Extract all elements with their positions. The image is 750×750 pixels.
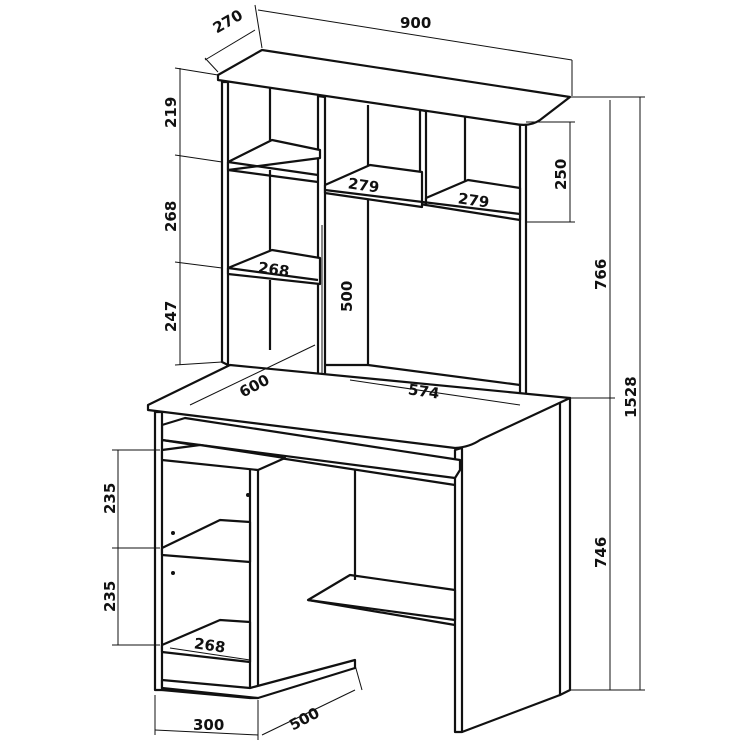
- dim-shelf-left-3: 247: [162, 301, 180, 332]
- pedestal-side: [248, 460, 260, 700]
- hutch-shelf-1: [226, 138, 322, 172]
- desk: [146, 363, 572, 734]
- hutch: [216, 48, 572, 414]
- desk-back-leg: [558, 396, 572, 697]
- pedestal-base: [160, 658, 357, 700]
- dim-desk-height: 746: [592, 537, 610, 568]
- dim-niche-width-2: 279: [457, 189, 491, 211]
- hutch-shelf-2: [226, 248, 322, 286]
- hutch-top: [216, 48, 572, 126]
- dimensions: [112, 4, 645, 740]
- pedestal-shelf-2: [160, 618, 252, 664]
- dim-total-height: 1528: [622, 376, 640, 418]
- pedestal-shelf-1: [160, 518, 252, 564]
- dim-shelf-right-height: 250: [552, 159, 570, 190]
- dim-monitor-niche-width: 574: [407, 380, 441, 402]
- dim-pedestal-width: 300: [193, 716, 224, 734]
- dim-monitor-niche-height: 500: [338, 281, 356, 312]
- dim-pedestal-shelf-2: 235: [101, 581, 119, 612]
- hutch-right-side: [518, 120, 528, 414]
- desk-foot-shelf: [306, 573, 457, 622]
- hutch-left-side: [220, 80, 230, 367]
- dim-top-depth: 270: [210, 6, 246, 37]
- dim-top-width: 900: [400, 14, 431, 32]
- dim-shelf-left-1: 219: [162, 97, 180, 128]
- dim-pedestal-shelf-1: 235: [101, 483, 119, 514]
- pedestal-top-shelf: [160, 443, 287, 472]
- hutch-shelf-3: [323, 163, 424, 209]
- dim-pedestal-shelf-width: 268: [193, 634, 227, 656]
- desk-top: [146, 363, 572, 450]
- dim-hutch-height: 766: [592, 259, 610, 290]
- dim-left-shelf-width: 268: [257, 258, 291, 280]
- dim-niche-width-1: 279: [347, 174, 381, 196]
- dim-shelf-left-2: 268: [162, 201, 180, 232]
